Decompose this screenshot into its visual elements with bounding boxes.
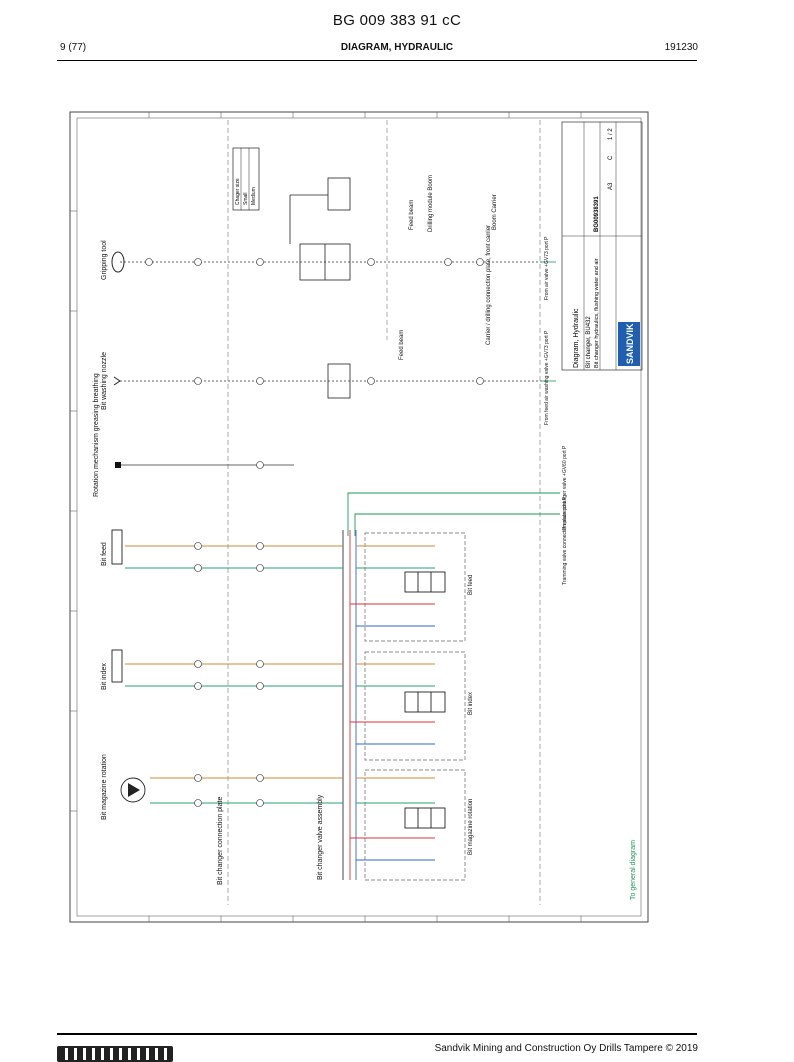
document-date: 191230: [664, 42, 698, 53]
title-line-2: Bit changer, BU432: [586, 316, 592, 368]
line-rotation-mechanism: [115, 462, 294, 468]
label-feed-beam-1: Feed beam: [409, 200, 415, 230]
general-diagram-link[interactable]: To general diagram: [630, 840, 637, 900]
label-gripping-tool: Gripping tool: [101, 240, 108, 280]
side-notes: From air valve +GV73 port P From feed ai…: [544, 236, 568, 585]
pressure-table-small: Small: [243, 192, 249, 205]
label-valve-bit-feed: Bit feed: [468, 575, 474, 595]
line-bit-index: [111, 649, 466, 761]
line-bit-feed: [111, 529, 466, 642]
pressure-table-header: Chager size: [235, 178, 241, 205]
note-from-feed-air: From feed air washing valve +GV73 port P: [544, 330, 550, 425]
line-bit-magazine-rotation: [120, 769, 466, 881]
label-rotation-mechanism: Rotation mechanism greasing breathing: [93, 373, 100, 497]
footer-copyright: Sandvik Mining and Construction Oy Drill…: [434, 1043, 698, 1054]
drawing-sheet: 1 / 2: [608, 128, 614, 140]
zone-boundaries: [227, 120, 541, 905]
drawing-revision: C: [608, 155, 614, 160]
pressure-table: Chager size Small Medium: [232, 147, 260, 211]
label-boom-carrier: Boom Carrier: [492, 194, 498, 230]
drawing-number: BG00938391: [594, 196, 600, 232]
drawing-inner-frame: [76, 117, 642, 917]
drawing-size: A3: [608, 182, 614, 190]
zone-labels: Feed beam Feed beam Drilling module Boom…: [399, 175, 498, 855]
label-bit-magazine-rotation: Bit magazine rotation: [101, 754, 108, 820]
line-bit-washing: [113, 363, 556, 399]
title-line-1: Diagram, Hydraulic: [573, 308, 580, 368]
document-id: BG 009 383 91 cC: [332, 12, 462, 29]
label-bit-feed: Bit feed: [101, 542, 108, 566]
pressure-table-medium: Medium: [251, 187, 257, 205]
label-drilling-module-boom: Drilling module Boom: [428, 175, 434, 232]
line-gripping-tool: [111, 251, 556, 273]
component-labels: Gripping tool Bit washing nozzle Rotatio…: [93, 240, 324, 885]
title-block: SANDVIK Diagram, Hydraulic Bit changer, …: [561, 121, 643, 371]
label-valve-bit-index: Bit index: [468, 692, 474, 715]
connector-nodes: [145, 258, 484, 807]
hydraulic-manifold-lines: [342, 530, 357, 880]
section-title: DIAGRAM, HYDRAULIC: [340, 42, 454, 53]
gripping-valve: [289, 177, 351, 281]
footer-rule: [57, 1033, 697, 1035]
label-bit-changer-connection-plate: Bit changer connection plate: [217, 797, 224, 885]
label-bit-washing-nozzle: Bit washing nozzle: [101, 352, 108, 410]
label-feed-beam-2: Feed beam: [399, 330, 405, 360]
label-bit-index: Bit index: [101, 663, 108, 690]
label-carrier-drilling-plate: Carrier / drilling connection plate, fro…: [486, 225, 492, 345]
title-line-3: Bit changer hydraulics, flushing water a…: [594, 258, 600, 368]
label-valve-bit-magazine: Bit magazine rotation: [468, 799, 474, 855]
header-rule: [57, 60, 697, 61]
grid-ticks: [70, 112, 582, 922]
note-pressure-changer: Pressure changer valve +GV60 port P: [562, 445, 568, 530]
drawing-outer-frame: [69, 111, 649, 923]
note-from-air-valve: From air valve +GV73 port P: [544, 236, 550, 300]
page-number: 9 (77): [60, 42, 87, 53]
air-supply-lines: [347, 492, 560, 536]
sandvik-logo-box: [618, 322, 640, 366]
footer-logo: [57, 1046, 173, 1062]
label-bit-changer-valve-assembly: Bit changer valve assembly: [317, 794, 324, 880]
note-tramming-plate: Tramming valve connection plate port P: [562, 496, 568, 585]
title-company: SANDVIK: [625, 323, 635, 364]
